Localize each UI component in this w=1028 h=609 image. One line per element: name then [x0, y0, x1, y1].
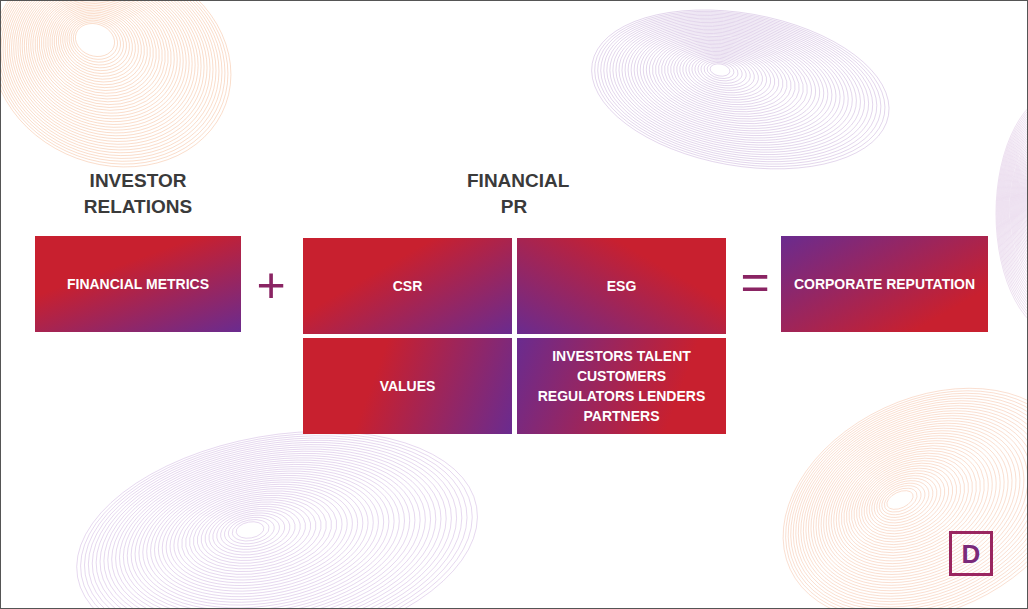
- metrics-box: INVESTOR RELATIONSFINANCIAL METRICS: [35, 236, 241, 332]
- equals-sign: =: [737, 259, 773, 305]
- contour-line: [867, 469, 940, 531]
- contour-line: [65, 13, 126, 69]
- contour-line: [799, 399, 1028, 606]
- contour-line: [98, 428, 445, 609]
- contour-line: [579, 0, 902, 191]
- contour-line: [89, 422, 456, 609]
- brand-logo: D: [949, 531, 993, 576]
- contour-line: [702, 59, 739, 84]
- contour-line: [0, 0, 246, 186]
- contour-line: [881, 483, 921, 517]
- contour-line: [235, 520, 265, 541]
- contour-line: [68, 408, 484, 609]
- box-label: CORPORATE REPUTATION: [781, 236, 988, 332]
- contour-line: [123, 445, 411, 609]
- box-label: FINANCIAL METRICS: [35, 236, 241, 332]
- contour-line: [158, 468, 366, 602]
- contour-line: [0, 0, 235, 175]
- contour-swirl: [745, 343, 1028, 609]
- contour-line: [877, 480, 926, 521]
- topic-box: VALUES: [303, 338, 512, 434]
- contour-line: [13, 0, 196, 136]
- contour-line: [589, 0, 889, 182]
- contour-line: [0, 0, 261, 200]
- contour-line: [132, 451, 400, 609]
- contour-line: [816, 417, 1012, 588]
- contour-swirl: [0, 0, 261, 200]
- contour-line: [188, 488, 327, 578]
- contour-line: [85, 419, 462, 609]
- plus-sign: +: [252, 262, 290, 308]
- contour-line: [996, 92, 1028, 336]
- contour-line: [145, 459, 383, 609]
- contour-line: [656, 32, 801, 124]
- contour-line: [1012, 133, 1028, 281]
- contour-line: [213, 505, 293, 557]
- contour-swirl: [996, 92, 1028, 336]
- contour-line: [149, 462, 377, 609]
- contour-line: [81, 416, 468, 609]
- box-label: ESG: [517, 238, 726, 334]
- contour-line: [0, 0, 239, 179]
- contour-line: [596, 0, 880, 176]
- contour-line: [609, 5, 862, 164]
- group-panel: FINANCIAL PRCSRESGVALUESINVESTORS TALENT…: [303, 238, 726, 434]
- contour-line: [222, 511, 282, 551]
- contour-line: [762, 361, 1028, 609]
- contour-line: [63, 405, 489, 609]
- contour-line: [162, 471, 361, 599]
- contour-line: [997, 94, 1028, 332]
- contour-line: [689, 51, 757, 95]
- contour-line: [111, 436, 428, 609]
- contour-line: [7, 0, 203, 143]
- contour-line: [0, 0, 250, 189]
- contour-line: [46, 0, 152, 94]
- contour-line: [745, 343, 1028, 609]
- contour-line: [106, 434, 433, 609]
- contour-swirl: [579, 0, 902, 191]
- contour-line: [209, 502, 299, 561]
- contour-line: [0, 0, 242, 182]
- group-heading: INVESTOR RELATIONS: [33, 168, 243, 220]
- contour-line: [68, 16, 123, 66]
- contour-line: [35, 0, 167, 108]
- contour-line: [0, 0, 217, 157]
- contour-line: [606, 3, 867, 167]
- contour-line: [582, 0, 897, 188]
- contour-line: [72, 411, 478, 609]
- contour-line: [850, 452, 964, 551]
- contour-line: [10, 0, 199, 140]
- contour-line: [772, 371, 1028, 609]
- contour-line: [21, 0, 185, 126]
- contour-line: [119, 442, 416, 609]
- contour-line: [192, 491, 321, 575]
- contour-line: [810, 410, 1022, 595]
- contour-line: [0, 0, 228, 168]
- group-heading: FINANCIAL PR: [439, 168, 589, 220]
- contour-line: [789, 389, 1028, 609]
- contour-line: [0, 0, 221, 161]
- topic-box: ESG: [517, 238, 726, 334]
- box-label: VALUES: [303, 338, 512, 434]
- contour-line: [857, 459, 955, 543]
- stakeholder-box: INVESTORS TALENT CUSTOMERS REGULATORS LE…: [517, 338, 726, 434]
- result-box: CORPORATE REPUTATION: [781, 236, 988, 332]
- contour-line: [840, 441, 979, 561]
- contour-line: [652, 30, 805, 127]
- contour-line: [599, 0, 875, 173]
- contour-line: [616, 9, 854, 159]
- box-label: INVESTORS TALENT CUSTOMERS REGULATORS LE…: [517, 338, 726, 434]
- contour-line: [76, 413, 472, 609]
- topic-box: CSR: [303, 238, 512, 334]
- contour-line: [662, 36, 792, 118]
- contour-line: [0, 0, 232, 172]
- contour-line: [602, 2, 871, 171]
- contour-line: [40, 0, 159, 101]
- contour-line: [0, 0, 224, 164]
- box-label: CSR: [303, 238, 512, 334]
